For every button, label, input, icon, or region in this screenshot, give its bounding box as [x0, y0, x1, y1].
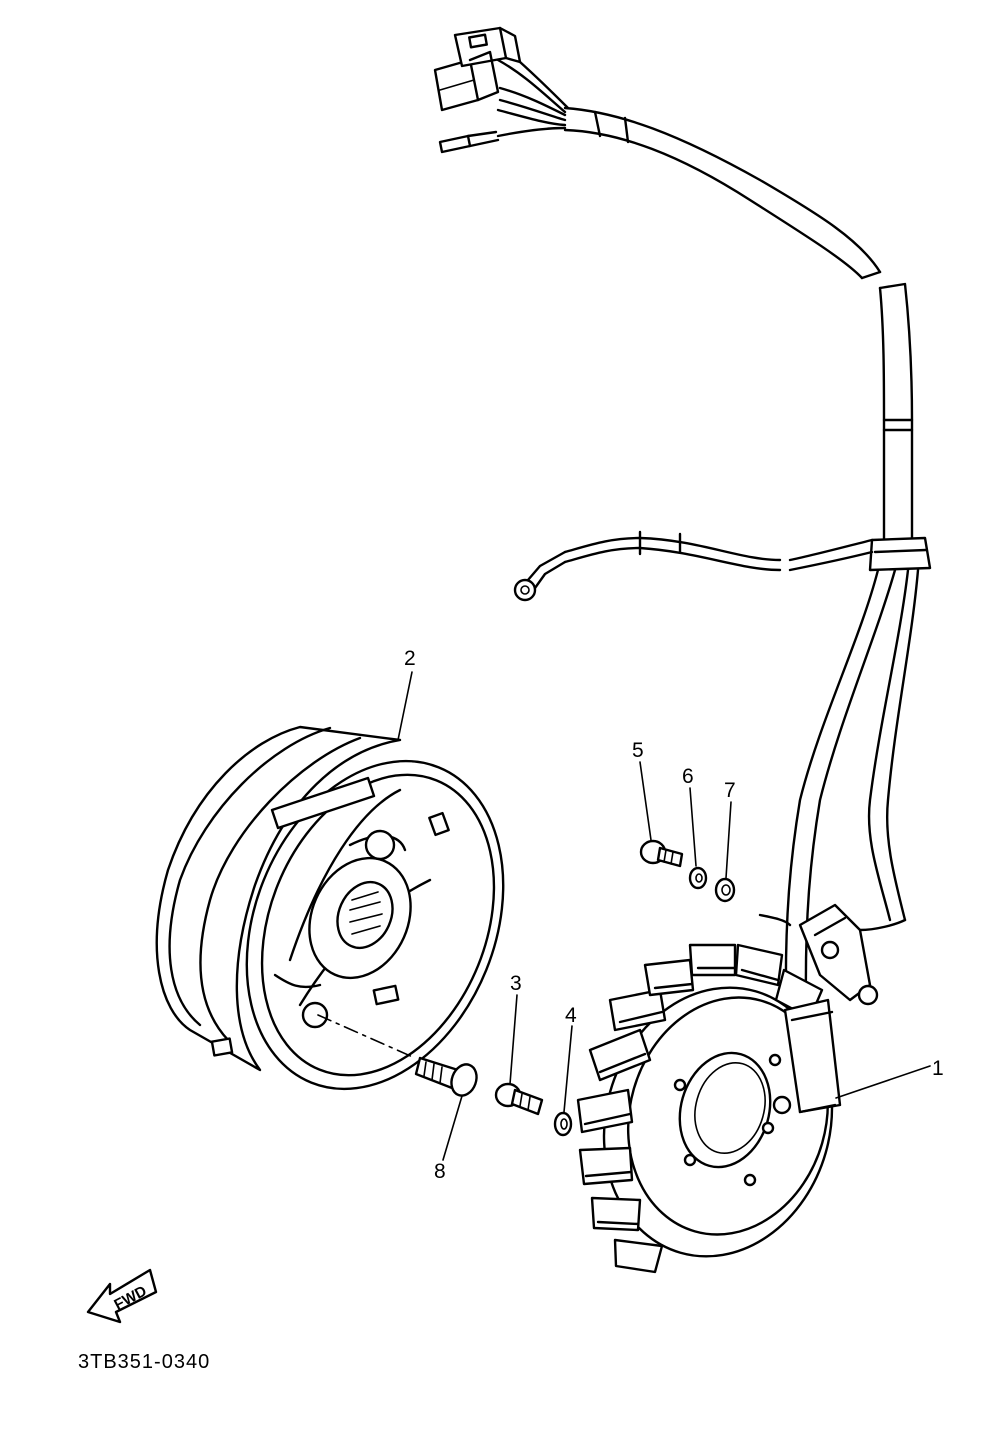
callout-7: 7 — [724, 779, 736, 802]
wire-clamp — [772, 998, 842, 1115]
stator-coil-poles — [576, 943, 824, 1274]
stator-screw — [494, 1082, 544, 1116]
pickup-lock-washer — [688, 866, 708, 890]
stator-assembly — [576, 943, 842, 1274]
callout-3: 3 — [510, 972, 522, 995]
flywheel-rotor — [155, 725, 505, 1091]
wire-harness — [433, 26, 932, 1006]
stator-washer — [553, 1111, 573, 1137]
callout-2: 2 — [404, 647, 416, 670]
harness-coupler — [433, 26, 522, 112]
leader-lines — [397, 671, 931, 1161]
pickup-plain-washer — [714, 877, 736, 903]
pickup-coil-sensor — [798, 903, 907, 1006]
fwd-arrow-icon: FWD — [86, 1268, 158, 1324]
pickup-screw — [639, 839, 684, 868]
diagram-part-code: 3TB351-0340 — [78, 1351, 210, 1373]
callout-8: 8 — [434, 1160, 446, 1183]
callout-4: 4 — [565, 1004, 577, 1027]
callout-6: 6 — [682, 765, 694, 788]
flywheel-bolt — [414, 1056, 478, 1097]
harness-bullet-connector — [438, 130, 500, 154]
ground-ring-terminal — [513, 578, 537, 602]
callout-1: 1 — [932, 1057, 944, 1080]
callout-5: 5 — [632, 739, 644, 762]
